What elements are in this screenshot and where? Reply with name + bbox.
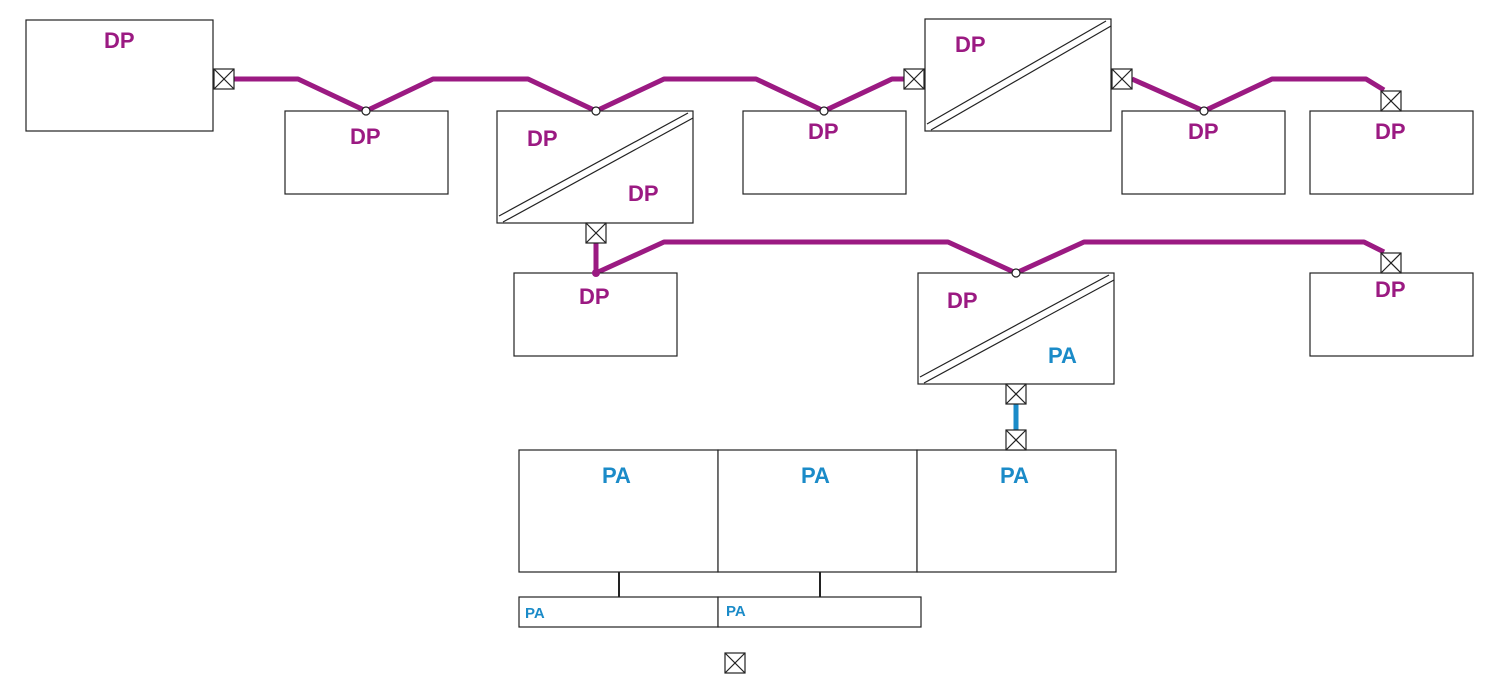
dp-slave-5-box [513,272,678,357]
dp-slave-1-box [284,110,449,195]
pa-device-2-label: PA [801,463,830,488]
connector-icon [1380,90,1402,112]
pa-sub-1-box [518,596,719,628]
connector-icon [1005,383,1027,405]
coupler-2-lower-label: PA [1048,343,1077,368]
connector-icon [1005,429,1027,451]
pa-device-1-label: PA [602,463,631,488]
coupler-1-lower-label: DP [628,181,659,206]
connectors [213,68,1402,674]
junction-node [591,106,601,116]
pa-device-3-box [916,449,1117,573]
pa-device-2-box [717,449,918,573]
link-1-box [924,18,1112,132]
pa-device-3-label: PA [1000,463,1029,488]
dp-slave-6-label: DP [1375,277,1406,302]
coupler-1-diagonal [498,112,694,223]
coupler-2-box [917,272,1115,385]
dp-bus-segment-1 [234,76,904,114]
dp-slave-3-label: DP [1188,119,1219,144]
dp-slave-5-label: DP [579,284,610,309]
junction-node [1199,106,1209,116]
dp-bus-segment-3 [593,239,1386,276]
junction-node-filled [592,269,600,277]
dp-slave-1-label: DP [350,124,381,149]
dp-slave-2-label: DP [808,119,839,144]
junction-node [1011,268,1021,278]
junction-node [819,106,829,116]
coupler-2-upper-label: DP [947,288,978,313]
pa-sub-2-label: PA [726,603,746,620]
junction-node [361,106,371,116]
link-1-diagonal [926,20,1112,131]
connector-icon [585,222,607,244]
dp-master-label: DP [104,28,135,53]
pa-device-1-box [518,449,719,573]
dp-slave-2-box [742,110,907,195]
connector-icon [1380,252,1402,274]
connector-icon [213,68,235,90]
dp-slave-3-box [1121,110,1286,195]
pa-sub-2-box [717,596,922,628]
dp-slave-6-box [1309,272,1474,357]
connector-icon [724,652,746,674]
coupler-1-upper-label: DP [527,126,558,151]
pa-sub-1-label: PA [525,605,545,622]
dp-slave-4-label: DP [1375,119,1406,144]
dp-bus-segment-2 [1130,76,1386,114]
dp-slave-4-box [1309,110,1474,195]
coupler-2-diagonal [919,274,1115,384]
connector-icon [1111,68,1133,90]
link-1-label: DP [955,32,986,57]
dp-master-box [25,19,214,132]
connector-icon [903,68,925,90]
